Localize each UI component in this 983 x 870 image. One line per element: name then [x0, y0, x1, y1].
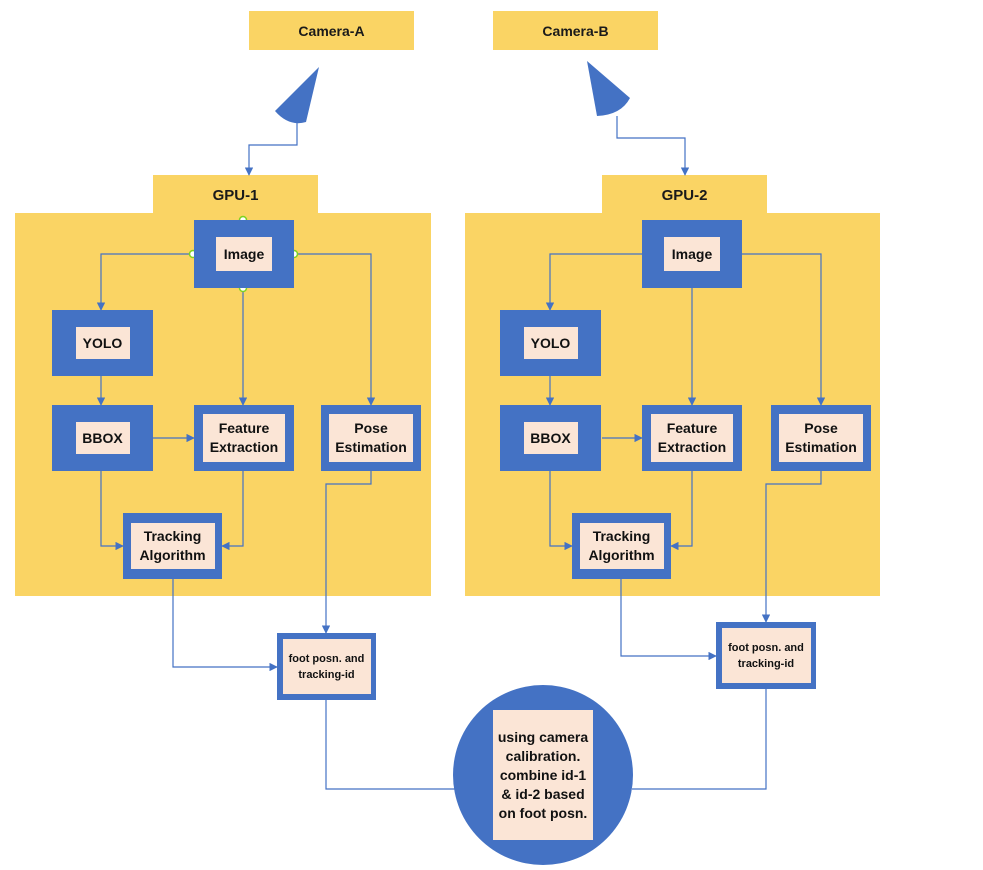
connector-bbox2-tracking2	[549, 471, 573, 551]
output-right-node[interactable]: foot posn. and tracking-id	[716, 622, 816, 689]
gpu1-yolo-label: YOLO	[75, 327, 130, 359]
connector-output1-merge	[325, 700, 455, 790]
connector-image2-pose2	[742, 253, 826, 406]
gpu1-image-label: Image	[216, 237, 272, 271]
connector-camera-a-gpu1	[244, 120, 298, 176]
gpu1-bbox-label: BBOX	[75, 422, 130, 454]
gpu2-feature-extraction-node[interactable]: Feature Extraction	[642, 405, 742, 471]
connector-output2-merge	[632, 689, 767, 790]
camera-a-icon	[275, 67, 319, 124]
gpu2-yolo-node[interactable]: YOLO	[500, 310, 601, 376]
connector-image1-pose1	[294, 253, 376, 406]
gpu2-feature-extraction-label: Feature Extraction	[651, 414, 733, 462]
gpu1-image-node[interactable]: Image	[194, 220, 294, 288]
connector-image1-yolo1	[96, 253, 194, 311]
gpu1-tracking-algorithm-label: Tracking Algorithm	[130, 523, 215, 569]
gpu1-bbox-node[interactable]: BBOX	[52, 405, 153, 471]
gpu2-tracking-algorithm-node[interactable]: Tracking Algorithm	[572, 513, 671, 579]
connector-camera-b-gpu2	[616, 116, 690, 176]
gpu1-pose-estimation-node[interactable]: Pose Estimation	[321, 405, 421, 471]
connector-tracking1-output1	[172, 579, 278, 672]
connector-feature1-tracking1	[221, 471, 244, 551]
gpu1-feature-extraction-node[interactable]: Feature Extraction	[194, 405, 294, 471]
output-left-node[interactable]: foot posn. and tracking-id	[277, 633, 376, 700]
merge-label: using camera calibration. combine id-1 &…	[493, 710, 593, 840]
camera-a-label: Camera-A	[249, 11, 414, 50]
camera-b-label: Camera-B	[493, 11, 658, 50]
gpu-1-label: GPU-1	[153, 175, 318, 215]
connector-tracking2-output2	[620, 579, 717, 661]
camera-b-icon	[587, 61, 630, 116]
merge-circle[interactable]: using camera calibration. combine id-1 &…	[453, 685, 633, 865]
gpu2-tracking-algorithm-label: Tracking Algorithm	[579, 523, 664, 569]
connector-image2-yolo2	[545, 253, 642, 311]
gpu2-yolo-label: YOLO	[523, 327, 578, 359]
gpu2-image-label: Image	[664, 237, 720, 271]
connector-pose1-output1	[321, 471, 372, 634]
gpu1-yolo-node[interactable]: YOLO	[52, 310, 153, 376]
gpu2-image-node[interactable]: Image	[642, 220, 742, 288]
gpu1-pose-estimation-label: Pose Estimation	[329, 414, 413, 462]
gpu2-bbox-label: BBOX	[523, 422, 578, 454]
output-left-label: foot posn. and tracking-id	[282, 639, 371, 694]
gpu2-pose-estimation-label: Pose Estimation	[779, 414, 863, 462]
gpu-2-label: GPU-2	[602, 175, 767, 215]
connector-bbox1-tracking1	[100, 471, 124, 551]
gpu1-feature-extraction-label: Feature Extraction	[203, 414, 285, 462]
gpu2-pose-estimation-node[interactable]: Pose Estimation	[771, 405, 871, 471]
connector-pose2-output2	[761, 471, 822, 623]
connector-feature2-tracking2	[670, 471, 693, 551]
gpu1-tracking-algorithm-node[interactable]: Tracking Algorithm	[123, 513, 222, 579]
output-right-label: foot posn. and tracking-id	[721, 628, 811, 683]
gpu2-bbox-node[interactable]: BBOX	[500, 405, 601, 471]
